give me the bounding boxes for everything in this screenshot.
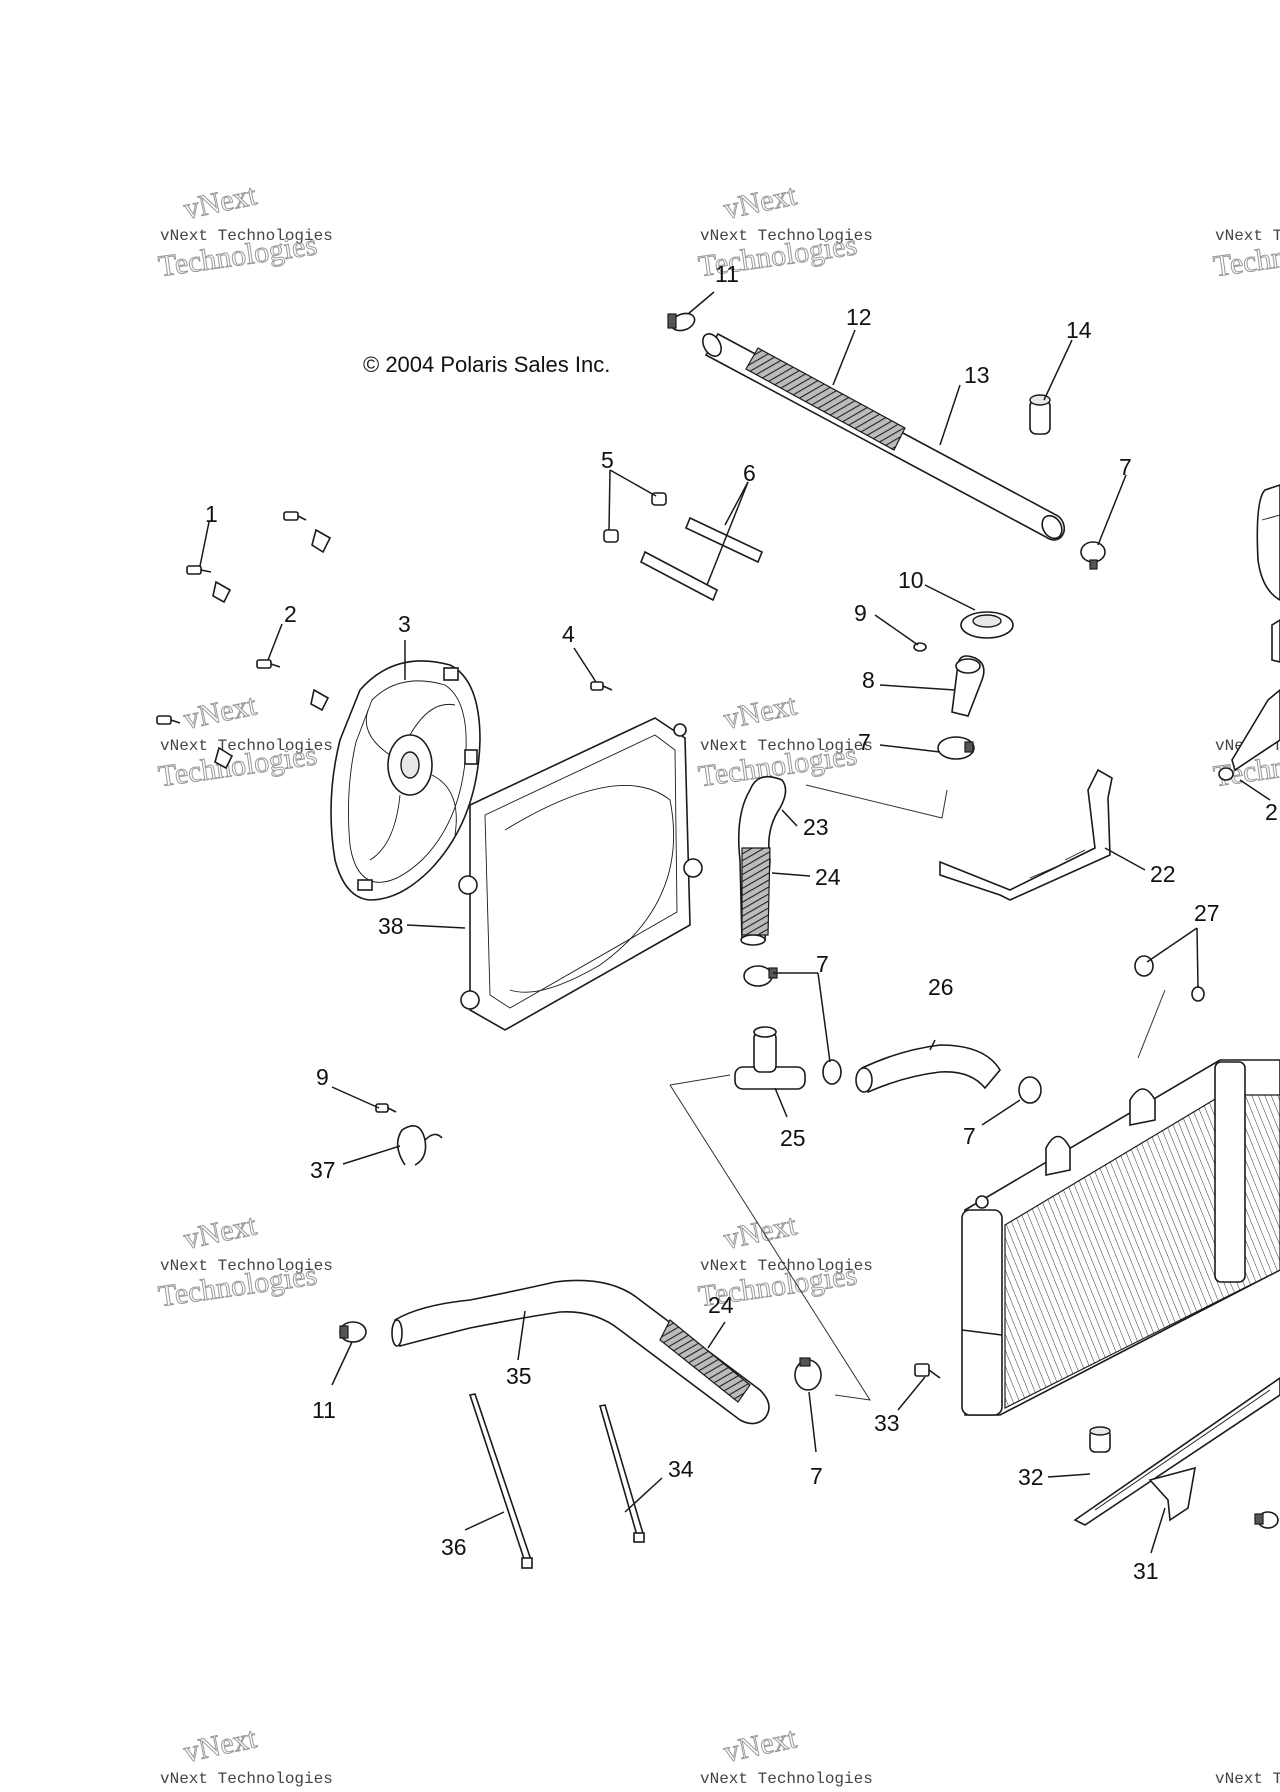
callout-3: 3 [398, 611, 411, 637]
callout-11: 11 [715, 261, 739, 287]
callout-2: 2 [284, 601, 297, 627]
cooling-fan [330, 660, 481, 901]
svg-text:vNext Technologies: vNext Technologies [1215, 227, 1280, 245]
hose-clamp [743, 965, 778, 987]
tee-fitting [734, 1026, 806, 1090]
coolant-hose [855, 1044, 1001, 1094]
svg-text:vNext Technologies: vNext Technologies [160, 227, 333, 245]
watermark: vNext vNext Technologies [160, 1721, 333, 1788]
rubber-grommet [603, 492, 667, 543]
svg-text:vNext: vNext [721, 1208, 800, 1256]
callout-13: 13 [964, 362, 990, 388]
svg-text:vNext: vNext [181, 688, 260, 736]
watermark: vNext vNext Technologies [700, 1721, 873, 1788]
svg-text:vNext Technologies: vNext Technologies [700, 737, 873, 755]
spring-clip [396, 1124, 443, 1166]
callout-23: 23 [803, 814, 829, 840]
callout-37: 37 [310, 1157, 336, 1183]
cable-tie [598, 1404, 645, 1543]
copyright-text: © 2004 Polaris Sales Inc. [363, 352, 610, 377]
screws-clips [156, 511, 613, 770]
hose-clamp [339, 1321, 367, 1343]
svg-text:vNext: vNext [181, 178, 260, 226]
coolant-reservoir [1218, 484, 1280, 781]
watermark: vNext Technologies Technologies [1211, 227, 1280, 284]
callout-14: 14 [1066, 317, 1092, 343]
callout-8: 8 [862, 667, 875, 693]
foam-strip [639, 516, 764, 602]
callout-2: 2 [1265, 799, 1278, 825]
leader-lines [199, 291, 1271, 1554]
hose-clamp [667, 312, 696, 332]
rubber-grommet [1089, 1426, 1111, 1453]
hose-clamp [794, 1357, 822, 1391]
watermark: vNext vNext Technologies Technologies [156, 688, 333, 794]
coolant-hose [737, 775, 787, 946]
radiator [961, 1059, 1280, 1416]
callout-27: 27 [1194, 900, 1220, 926]
callout-7: 7 [810, 1463, 823, 1489]
callout-1: 1 [205, 501, 218, 527]
svg-text:vNext: vNext [721, 1721, 800, 1769]
callout-7: 7 [1119, 454, 1132, 480]
hose-sleeve [745, 347, 906, 451]
svg-text:vNext: vNext [721, 688, 800, 736]
hose-clamp [1080, 541, 1106, 570]
watermark: vNext vNext Technologies Technologies [156, 1208, 333, 1314]
watermarks: vNext vNext Technologies Technologies vN… [156, 178, 1280, 1788]
fan-shroud [458, 717, 703, 1031]
mounting-bracket [939, 768, 1113, 901]
callout-38: 38 [378, 913, 404, 939]
hose-clamp [1018, 1076, 1042, 1104]
cable-tie [468, 1393, 534, 1569]
svg-text:vNext Technologies: vNext Technologies [160, 737, 333, 755]
callout-9: 9 [316, 1064, 329, 1090]
svg-text:vNext Technologies: vNext Technologies [700, 227, 873, 245]
hose-clamp [822, 1059, 842, 1085]
bolt [914, 1363, 941, 1379]
callout-31: 31 [1133, 1558, 1159, 1584]
filler-neck [913, 611, 1014, 760]
hose-cap [1029, 394, 1051, 435]
callout-7: 7 [816, 951, 829, 977]
callout-6: 6 [743, 460, 756, 486]
svg-text:vNext Technologies: vNext Technologies [160, 1257, 333, 1275]
watermark: vNext vNext Technologies Technologies [156, 178, 333, 284]
upper-coolant-tube [702, 332, 1066, 541]
callout-33: 33 [874, 1410, 900, 1436]
lower-bracket [1073, 1377, 1280, 1529]
callout-35: 35 [506, 1363, 532, 1389]
svg-text:vNext Technologies: vNext Technologies [700, 1770, 873, 1788]
callout-7: 7 [858, 729, 871, 755]
lower-coolant-hose [391, 1279, 770, 1425]
watermark: vNext Technologies [1215, 1770, 1280, 1788]
watermark: vNext vNext Technologies Technologies [696, 688, 873, 794]
callout-4: 4 [562, 621, 575, 647]
svg-text:vNext: vNext [181, 1208, 260, 1256]
callout-7: 7 [963, 1123, 976, 1149]
callout-5: 5 [601, 447, 614, 473]
rubber-grommet [1134, 955, 1205, 1002]
callout-11: 11 [312, 1397, 336, 1423]
callout-10: 10 [898, 567, 924, 593]
callout-labels: 1 2 3 4 5 6 7 7 7 7 7 8 9 9 10 11 11 12 … [205, 261, 1278, 1584]
callout-25: 25 [780, 1125, 806, 1151]
callout-32: 32 [1018, 1464, 1044, 1490]
callout-22: 22 [1150, 861, 1176, 887]
svg-text:vNext Technologies: vNext Technologies [160, 1770, 333, 1788]
callout-24: 24 [815, 864, 841, 890]
svg-text:vNext Technologies: vNext Technologies [1215, 1770, 1280, 1788]
screw [375, 1103, 397, 1113]
callout-9: 9 [854, 600, 867, 626]
svg-text:vNext: vNext [181, 1721, 260, 1769]
callout-12: 12 [846, 304, 872, 330]
callout-24: 24 [708, 1292, 734, 1318]
callout-36: 36 [441, 1534, 467, 1560]
callout-34: 34 [668, 1456, 694, 1482]
svg-text:vNext Technologies: vNext Technologies [700, 1257, 873, 1275]
callout-26: 26 [928, 974, 954, 1000]
svg-text:vNext: vNext [721, 178, 800, 226]
